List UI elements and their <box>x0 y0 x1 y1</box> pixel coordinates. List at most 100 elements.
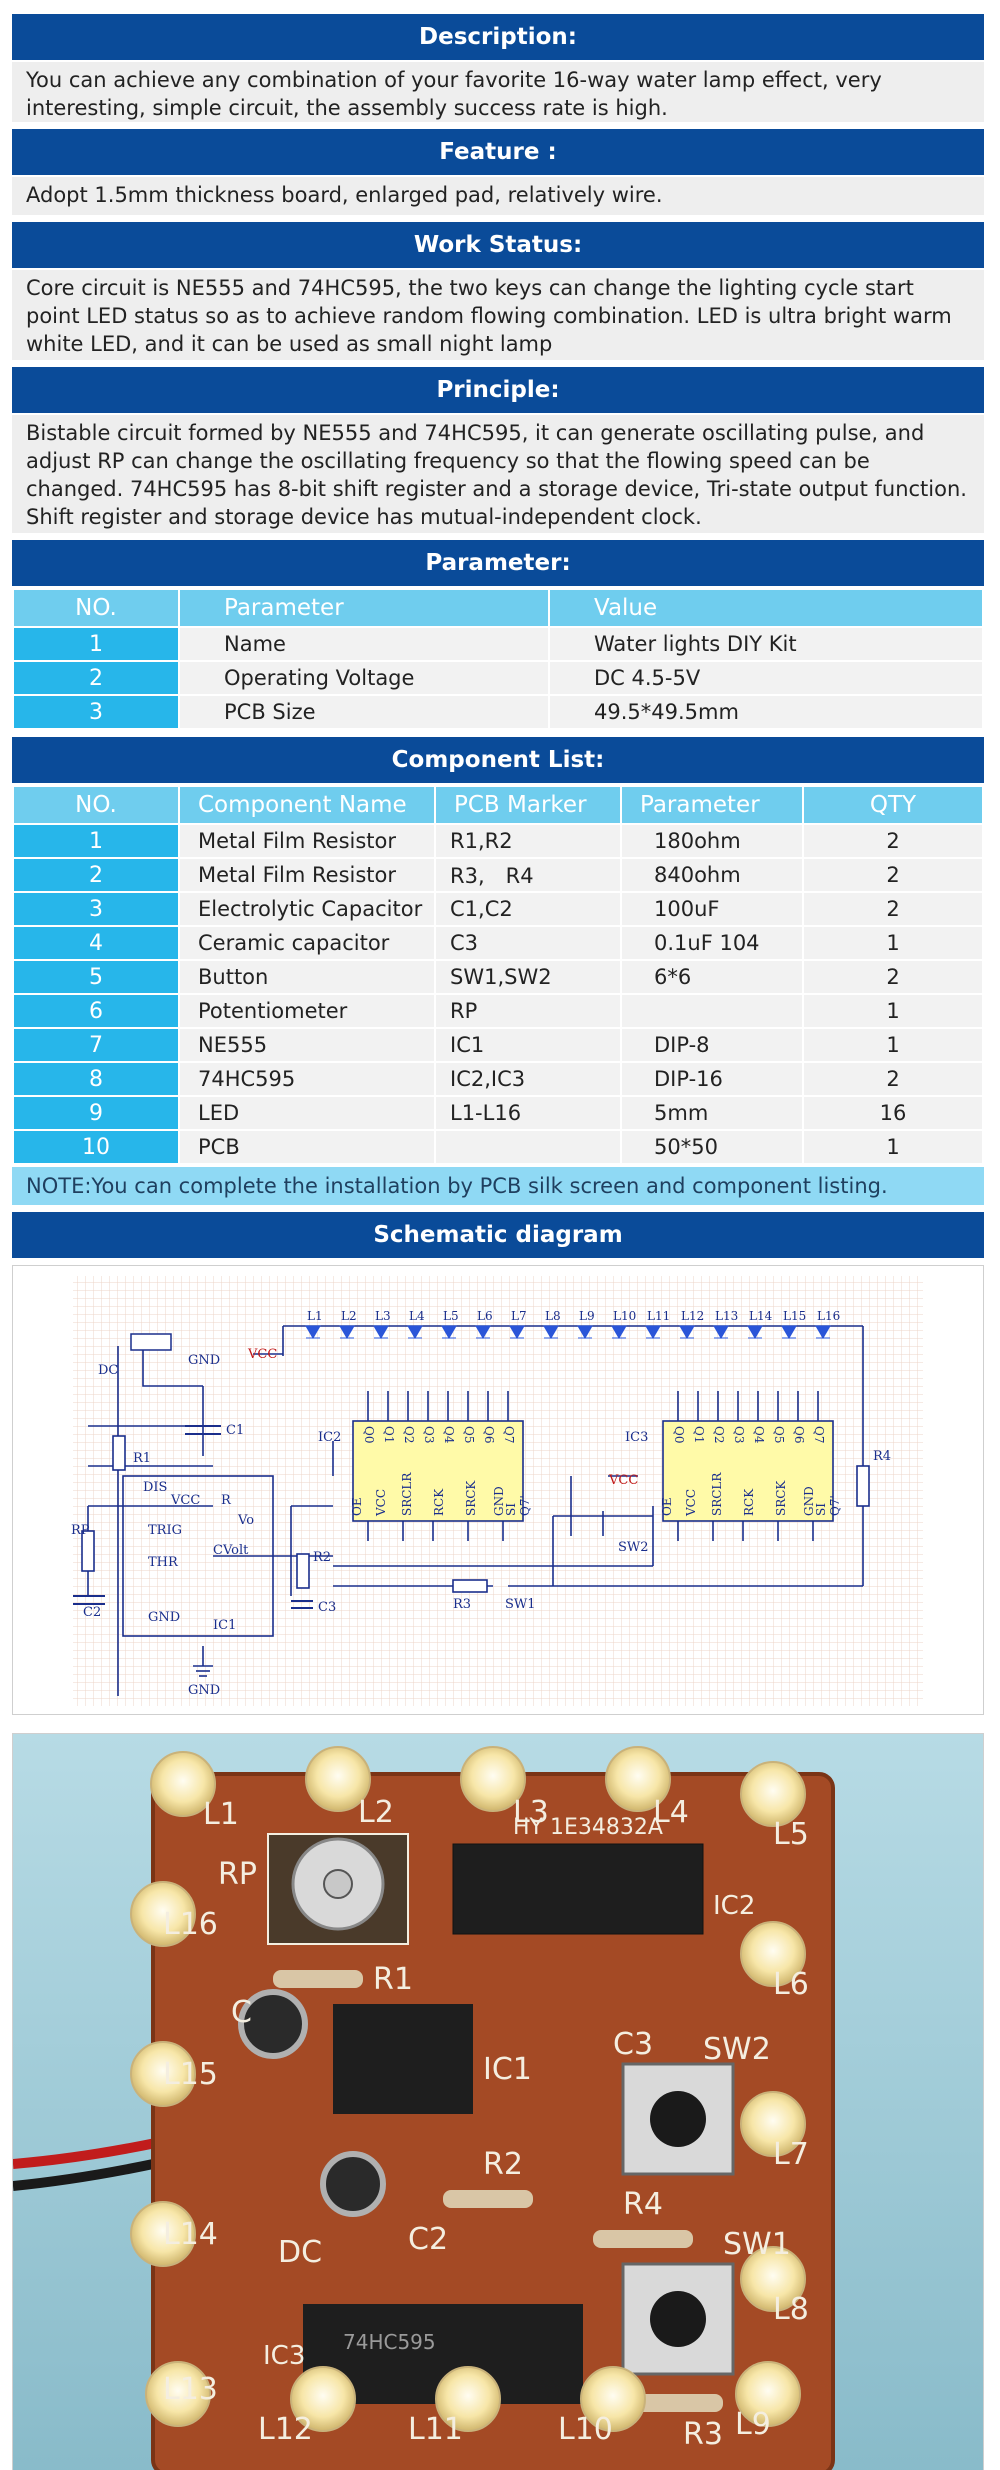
pcb-marker: R1,R2 <box>434 823 622 859</box>
parameter-col-no: NO. <box>12 588 180 628</box>
component-name: NE555 <box>178 1027 436 1063</box>
r2-label: R2 <box>313 1550 331 1565</box>
r3-label: R3 <box>453 1597 471 1612</box>
led-label: L6 <box>477 1309 493 1323</box>
component-qty: 16 <box>802 1095 984 1131</box>
led-symbol <box>441 1325 457 1339</box>
row-number: 9 <box>12 1095 180 1131</box>
led-label: L9 <box>579 1309 595 1323</box>
component-qty: 2 <box>802 891 984 927</box>
pcb-marker: R3, R4 <box>434 857 622 893</box>
component-name: Ceramic capacitor <box>178 925 436 961</box>
led-label: L5 <box>443 1309 459 1323</box>
table-row: 3 PCB Size 49.5*49.5mm <box>12 694 984 730</box>
photo-label-sw1: SW1 <box>723 2227 791 2262</box>
component-parameter: 840ohm <box>620 857 804 893</box>
component-qty: 2 <box>802 1061 984 1097</box>
pcb-marker: SW1,SW2 <box>434 959 622 995</box>
resistor-r4 <box>593 2230 693 2248</box>
component-name: 74HC595 <box>178 1061 436 1097</box>
feature-text: Adopt 1.5mm thickness board, enlarged pa… <box>12 177 984 215</box>
r4-symbol <box>856 1465 870 1507</box>
button-sw1-cap <box>650 2291 706 2347</box>
led-photo <box>290 2366 356 2432</box>
led-symbol <box>577 1325 593 1339</box>
parameter-table: NO. Parameter Value 1 Name Water lights … <box>12 588 984 730</box>
chip-pin-label: Q2 <box>712 1426 726 1443</box>
chip-pin-label: Q5 <box>772 1426 786 1443</box>
pcb-marker: L1-L16 <box>434 1095 622 1131</box>
component-qty: 2 <box>802 857 984 893</box>
photo-label-l9: L9 <box>735 2407 771 2442</box>
chip-pin-label: OE <box>350 1497 364 1516</box>
ic3-outline <box>662 1420 834 1522</box>
photo-label-ic3: IC3 <box>263 2341 305 2371</box>
photo-label-ic1: IC1 <box>483 2052 532 2087</box>
ic1-label: IC1 <box>213 1618 236 1633</box>
photo-label-r1: R1 <box>373 1962 413 1997</box>
parameter-heading: Parameter: <box>12 540 984 586</box>
led-photo <box>435 2366 501 2432</box>
led-label: L1 <box>307 1309 323 1323</box>
chip-pin-label: OE <box>660 1497 674 1516</box>
parameter-value: 49.5*49.5mm <box>548 694 984 730</box>
pcb-photo: 74HC595 HY 1E34832A L1 L2 L3 L4 L5 L6 <box>12 1734 983 2470</box>
row-number: 2 <box>12 857 180 893</box>
parameter-value: Water lights DIY Kit <box>548 626 984 662</box>
photo-label-l4: L4 <box>653 1795 689 1830</box>
dc-label: DC <box>98 1363 118 1378</box>
component-parameter: 50*50 <box>620 1129 804 1165</box>
photo-label-l16: L16 <box>163 1907 218 1942</box>
ic2-label: IC2 <box>318 1430 341 1445</box>
photo-label-l11: L11 <box>408 2412 463 2447</box>
vo-label: Vo <box>237 1513 254 1528</box>
work-status-text: Core circuit is NE555 and 74HC595, the t… <box>12 270 984 360</box>
component-qty: 1 <box>802 1027 984 1063</box>
work-status-heading: Work Status: <box>12 222 984 268</box>
chip-pin-label: Q6 <box>792 1426 806 1443</box>
led-photo <box>130 1881 196 1947</box>
pcb-marker: C1,C2 <box>434 891 622 927</box>
component-list-heading: Component List: <box>12 737 984 783</box>
chip-pin-label: SRCK <box>774 1480 788 1516</box>
led-photo <box>735 2361 801 2427</box>
led-symbol <box>339 1325 355 1339</box>
vcc555-label: VCC <box>170 1493 200 1508</box>
sw2-label: SW2 <box>618 1540 649 1555</box>
parameter-name: Name <box>178 626 550 662</box>
ic1-chip <box>333 2004 473 2114</box>
led-symbol <box>645 1325 661 1339</box>
chip-pin-label: GND <box>802 1486 816 1516</box>
led-photo <box>145 2361 211 2427</box>
component-col-no: NO. <box>12 785 180 825</box>
rp-label: RP <box>71 1523 90 1538</box>
led-symbol <box>679 1325 695 1339</box>
chip-pin-label: SRCLR <box>400 1472 414 1516</box>
component-header-row: NO. Component Name PCB Marker Parameter … <box>12 785 984 825</box>
component-parameter: DIP-16 <box>620 1061 804 1097</box>
led-label: L8 <box>545 1309 561 1323</box>
component-parameter: DIP-8 <box>620 1027 804 1063</box>
chip-pin-label: SRCLR <box>710 1472 724 1516</box>
row-number: 6 <box>12 993 180 1029</box>
r2-symbol <box>296 1553 310 1589</box>
photo-label-c3: C3 <box>613 2027 653 2062</box>
ic2-chip <box>452 1843 704 1935</box>
component-name: LED <box>178 1095 436 1131</box>
chip-pin-label: Q1 <box>692 1426 706 1443</box>
pcb-marker: C3 <box>434 925 622 961</box>
chip-pin-label: RCK <box>432 1488 446 1516</box>
trig-label: TRIG <box>148 1523 182 1538</box>
photo-label-l2: L2 <box>358 1795 394 1830</box>
button-sw2 <box>621 2062 735 2176</box>
chip-pin-label: Q2 <box>402 1426 416 1443</box>
r3-symbol <box>452 1579 488 1593</box>
product-page: Description: You can achieve any combina… <box>12 14 984 2470</box>
